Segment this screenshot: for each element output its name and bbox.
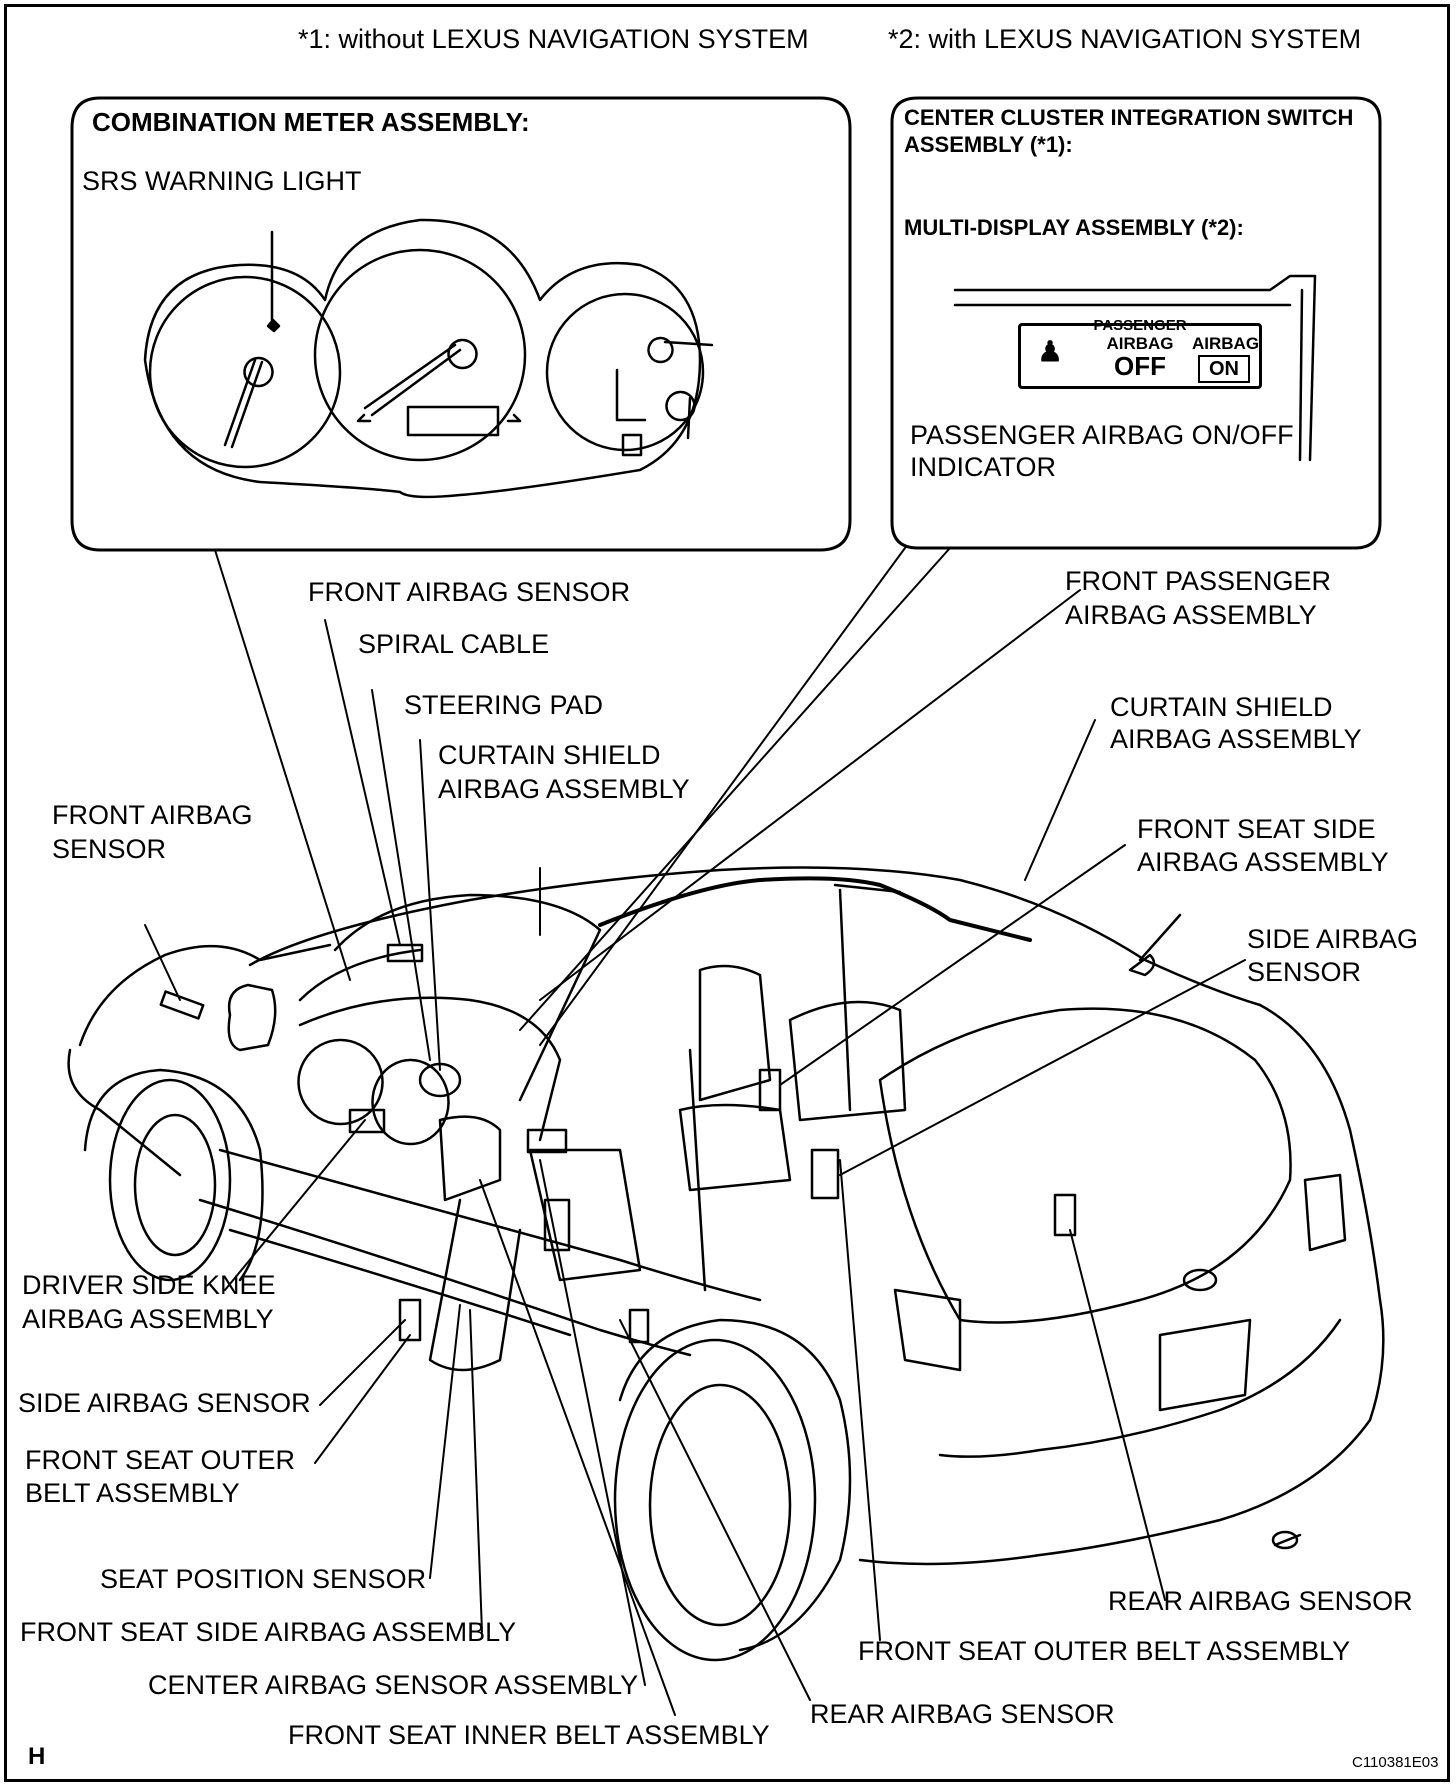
label-front-seat-side-airbag-right-2: AIRBAG ASSEMBLY xyxy=(1137,847,1389,877)
leader-lines xyxy=(144,547,1246,1716)
seatbelt-person-icon: ♟ xyxy=(1037,336,1063,367)
center-cluster-title-line1: CENTER CLUSTER INTEGRATION SWITCH xyxy=(904,105,1354,130)
combination-meter-title: COMBINATION METER ASSEMBLY: xyxy=(92,107,530,137)
label-curtain-shield-right-1: CURTAIN SHIELD xyxy=(1110,692,1333,722)
label-front-seat-outer-belt-left-2: BELT ASSEMBLY xyxy=(25,1478,240,1508)
label-front-seat-side-airbag-bottom: FRONT SEAT SIDE AIRBAG ASSEMBLY xyxy=(20,1617,517,1647)
multi-display-title: MULTI-DISPLAY ASSEMBLY (*2): xyxy=(904,215,1244,240)
indicator-airbag2-text: AIRBAG xyxy=(1192,334,1260,353)
label-front-seat-side-airbag-right-1: FRONT SEAT SIDE xyxy=(1137,814,1376,844)
label-rear-airbag-sensor-right: REAR AIRBAG SENSOR xyxy=(1108,1586,1413,1616)
label-seat-position-sensor: SEAT POSITION SENSOR xyxy=(100,1564,427,1594)
label-steering-pad: STEERING PAD xyxy=(404,690,604,720)
label-curtain-shield-left-1: CURTAIN SHIELD xyxy=(438,740,661,770)
label-front-passenger-airbag-1: FRONT PASSENGER xyxy=(1065,566,1332,596)
label-front-airbag-sensor-left-1: FRONT AIRBAG xyxy=(52,800,253,830)
label-side-airbag-sensor-right-2: SENSOR xyxy=(1247,957,1362,987)
label-side-airbag-sensor-left: SIDE AIRBAG SENSOR xyxy=(18,1388,311,1418)
label-front-seat-outer-belt-bottom: FRONT SEAT OUTER BELT ASSEMBLY xyxy=(858,1636,1351,1666)
indicator-passenger-text: PASSENGER xyxy=(1093,317,1187,334)
note-without-navigation: *1: without LEXUS NAVIGATION SYSTEM xyxy=(298,24,809,54)
label-rear-airbag-sensor-bottom: REAR AIRBAG SENSOR xyxy=(810,1699,1115,1729)
note-with-navigation: *2: with LEXUS NAVIGATION SYSTEM xyxy=(888,24,1362,54)
indicator-label-line1: PASSENGER AIRBAG ON/OFF xyxy=(910,420,1294,450)
combination-meter-box xyxy=(70,96,852,552)
srs-warning-light-label: SRS WARNING LIGHT xyxy=(82,166,362,196)
indicator-on-text: ON xyxy=(1198,355,1250,383)
indicator-label-line2: INDICATOR xyxy=(910,452,1057,482)
label-spiral-cable: SPIRAL CABLE xyxy=(358,629,550,659)
multi-display-bezel xyxy=(953,274,1317,462)
label-curtain-shield-left-2: AIRBAG ASSEMBLY xyxy=(438,774,690,804)
label-front-airbag-sensor-left-2: SENSOR xyxy=(52,834,167,864)
center-cluster-title-line2: ASSEMBLY (*1): xyxy=(904,132,1073,157)
indicator-off-text: OFF xyxy=(1114,351,1166,381)
label-front-seat-outer-belt-left-1: FRONT SEAT OUTER xyxy=(25,1445,296,1475)
label-curtain-shield-right-2: AIRBAG ASSEMBLY xyxy=(1110,724,1362,754)
label-front-airbag-sensor-top: FRONT AIRBAG SENSOR xyxy=(308,577,631,607)
label-front-seat-inner-belt: FRONT SEAT INNER BELT ASSEMBLY xyxy=(288,1720,770,1750)
diagram-frame xyxy=(4,4,1450,1782)
indicator-airbag-text: AIRBAG xyxy=(1106,334,1174,353)
label-side-airbag-sensor-right-1: SIDE AIRBAG xyxy=(1247,924,1419,954)
label-front-passenger-airbag-2: AIRBAG ASSEMBLY xyxy=(1065,600,1317,630)
vehicle-outline xyxy=(67,866,1385,1662)
footer-mark: H xyxy=(28,1743,46,1770)
label-driver-knee-1: DRIVER SIDE KNEE xyxy=(22,1270,276,1300)
label-center-airbag-sensor: CENTER AIRBAG SENSOR ASSEMBLY xyxy=(148,1670,639,1700)
label-driver-knee-2: AIRBAG ASSEMBLY xyxy=(22,1304,274,1334)
figure-code: C110381E03 xyxy=(1352,1754,1439,1771)
center-cluster-box xyxy=(890,96,1382,550)
meter-cluster-icon xyxy=(143,218,714,499)
